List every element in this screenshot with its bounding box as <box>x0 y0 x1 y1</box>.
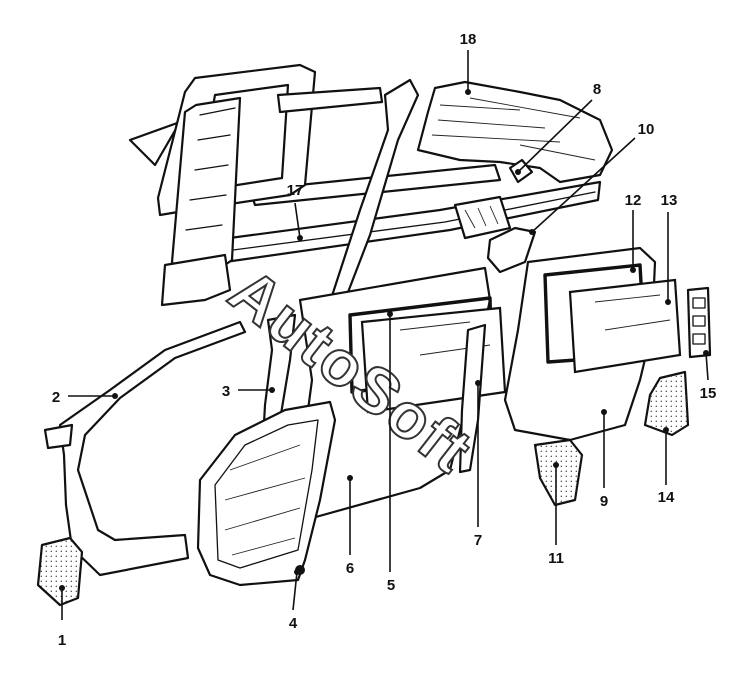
part-15-vent <box>686 286 712 359</box>
part-11-patch <box>533 438 584 507</box>
callout-17: 17 <box>287 182 304 199</box>
callout-7: 7 <box>474 532 482 549</box>
callout-18: 18 <box>460 31 477 48</box>
part-10-pillar-trim <box>486 226 537 274</box>
callout-3: 3 <box>222 383 230 400</box>
leader-lines <box>59 50 709 620</box>
callout-11: 11 <box>548 550 564 567</box>
callout-10: 10 <box>638 121 655 138</box>
callout-15: 15 <box>700 385 717 402</box>
callout-9: 9 <box>600 493 608 510</box>
part-13-quarter-glass <box>568 278 682 374</box>
callout-6: 6 <box>346 560 354 577</box>
callout-1: 1 <box>58 632 66 649</box>
callout-5: 5 <box>387 577 395 594</box>
upper-left-frames <box>128 63 420 307</box>
callout-8: 8 <box>593 81 601 98</box>
part-18-roof-panel <box>416 80 614 184</box>
callout-labels: 1 2 3 4 5 6 7 8 9 10 11 12 13 14 15 17 1… <box>52 31 717 649</box>
part-4-door-trim <box>196 400 337 587</box>
part-8-bracket <box>508 158 534 184</box>
callout-14: 14 <box>658 489 675 506</box>
part-1-pad <box>36 536 84 607</box>
callout-13: 13 <box>661 192 678 209</box>
vent-grille <box>453 195 512 240</box>
callout-4: 4 <box>289 615 298 632</box>
callout-2: 2 <box>52 389 60 406</box>
callout-12: 12 <box>625 192 642 209</box>
part-7-glass-support <box>458 323 487 474</box>
part-14-rear-trim <box>643 370 690 437</box>
